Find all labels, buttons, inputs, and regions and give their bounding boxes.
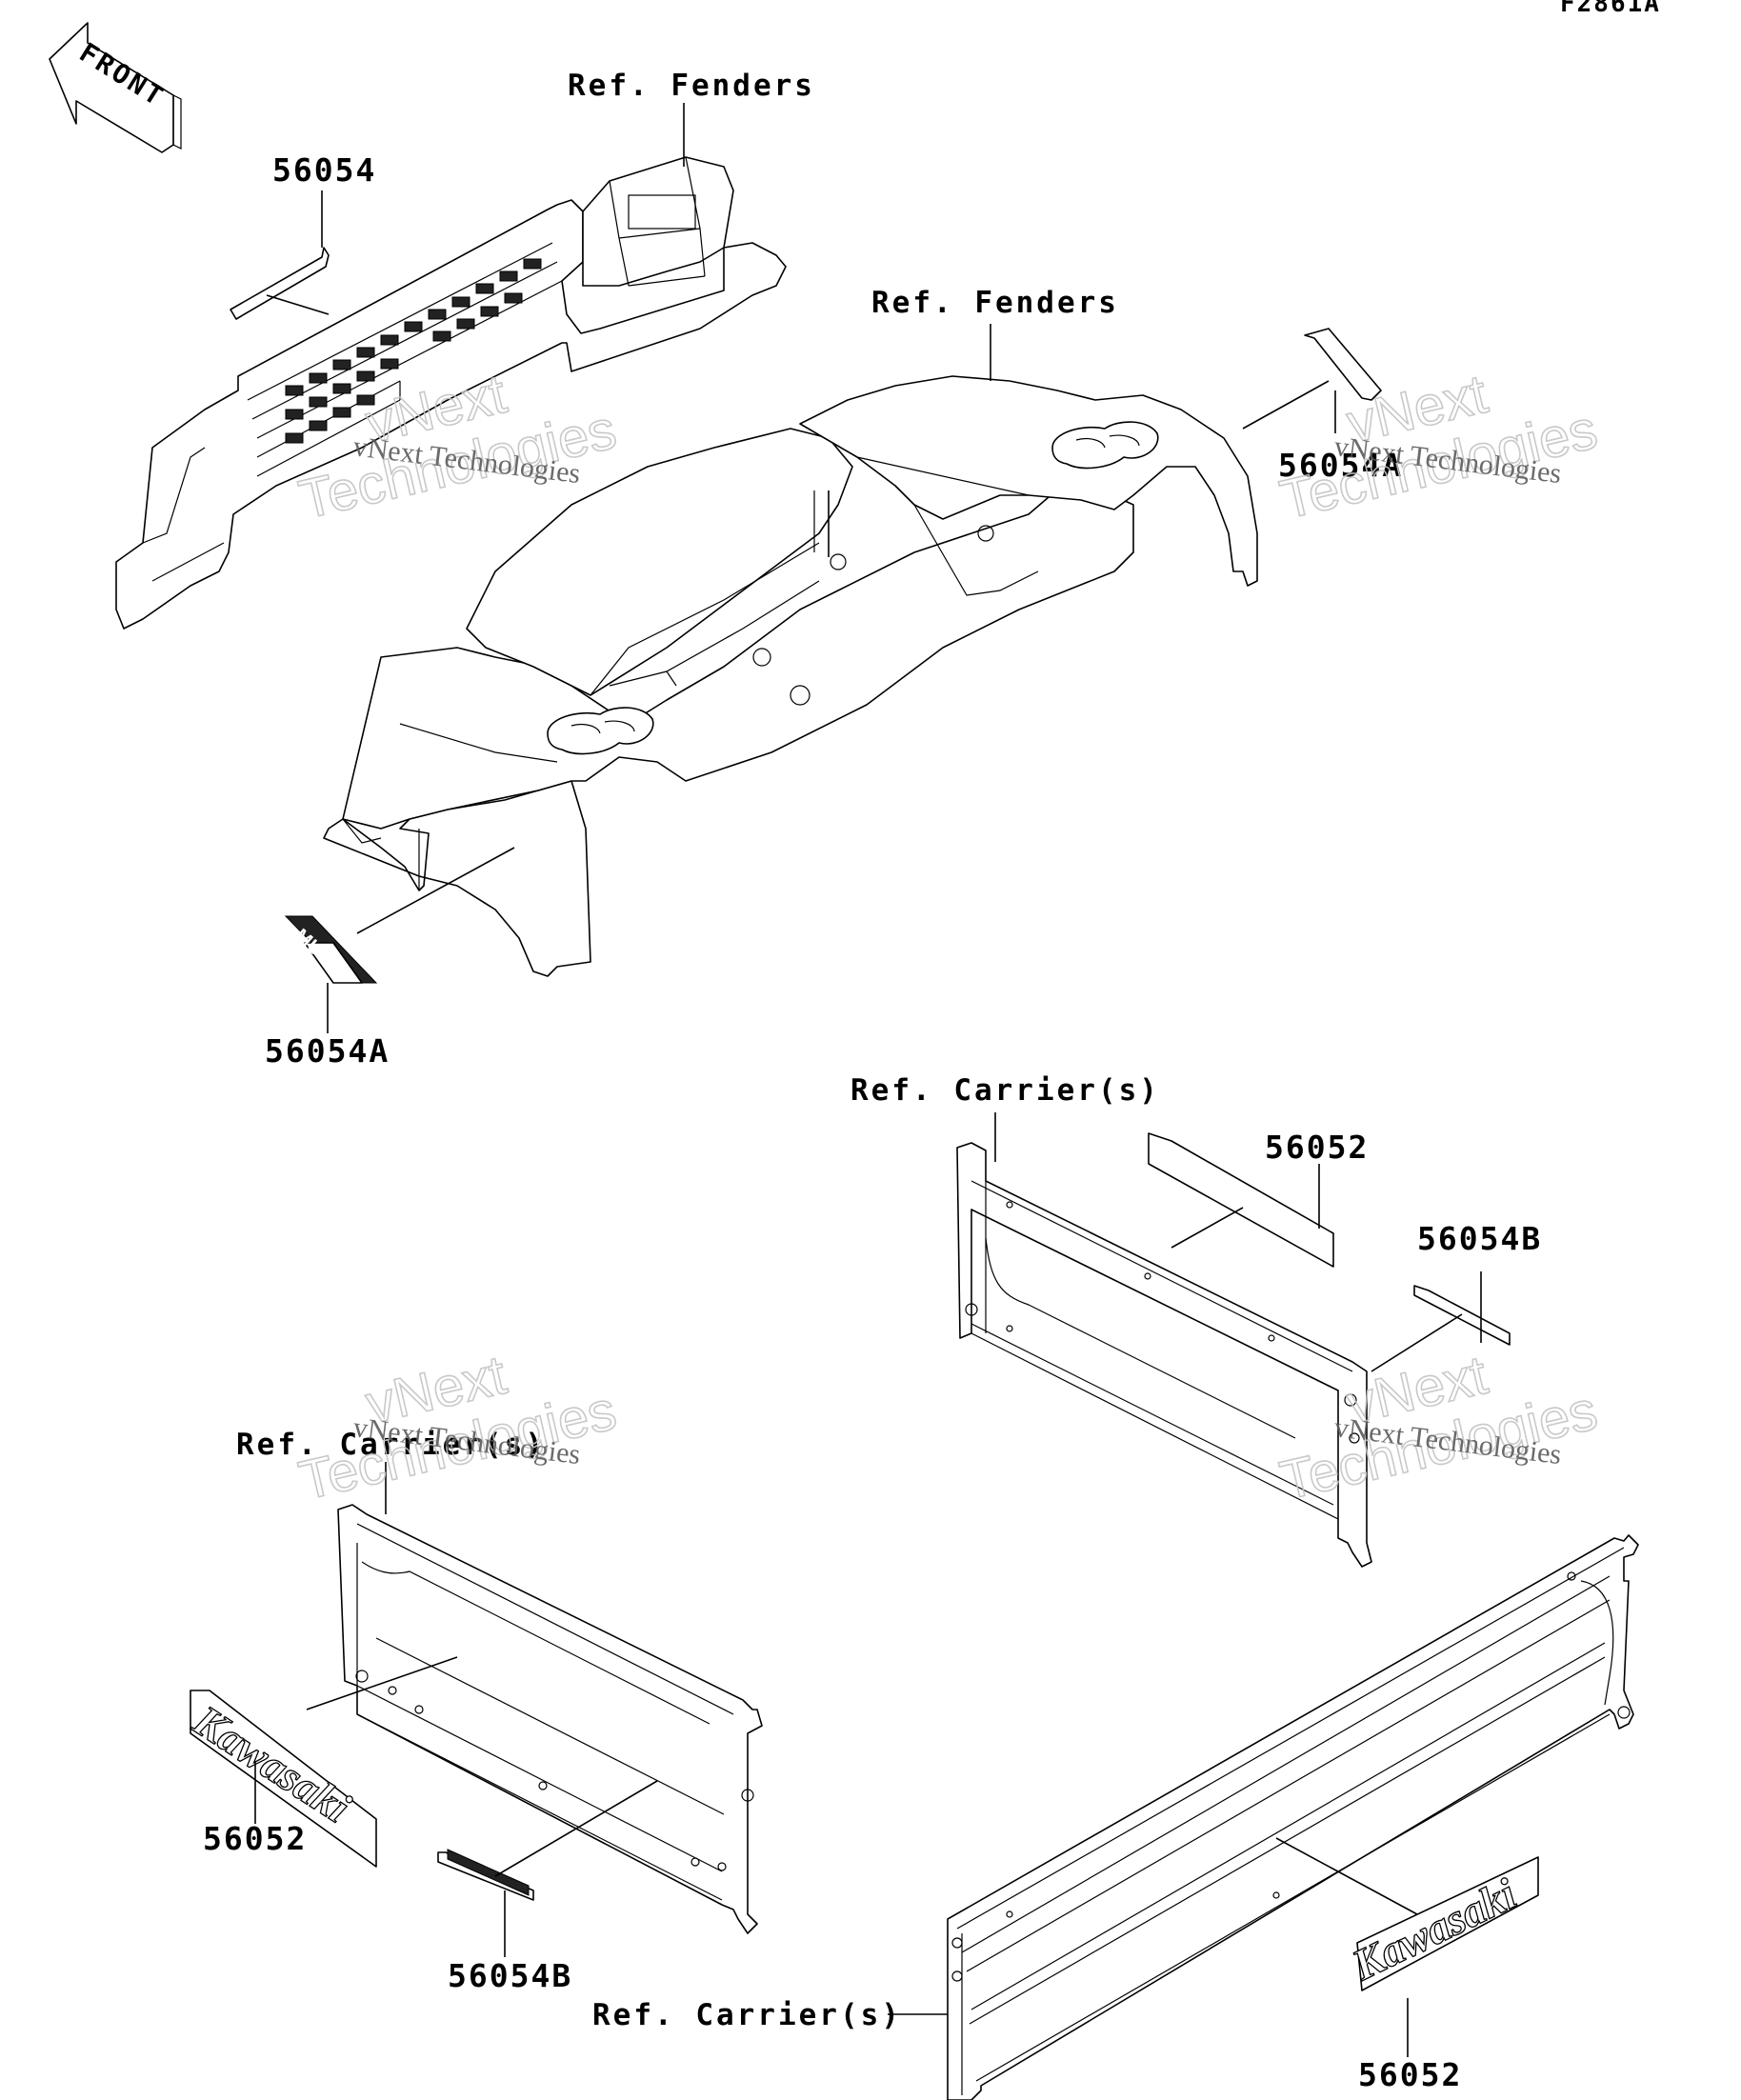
svg-text:Kawasaki: Kawasaki [185, 1695, 359, 1832]
svg-text:Kawasaki: Kawasaki [1344, 1869, 1524, 1990]
part-56052-left-label: 56052 [203, 1820, 307, 1857]
mule-decal: MULE [284, 915, 378, 984]
front-fender-grille [115, 156, 787, 630]
decal-56054A-right [1304, 328, 1382, 401]
ref-carrier-left-label: Ref. Carrier(s) [236, 1428, 546, 1462]
decal-56054B-left [437, 1849, 534, 1901]
kawasaki-decal-right: Kawasaki [1343, 1856, 1539, 1991]
part-56054B-left-label: 56054B [448, 1957, 572, 1994]
part-56054B-right-label: 56054B [1417, 1220, 1542, 1257]
part-56052-right-top-label: 56052 [1265, 1129, 1369, 1166]
leader-lines [254, 103, 1482, 2057]
decal-56052-right-top [1148, 1132, 1334, 1268]
part-56054A-right-label: 56054A [1278, 447, 1403, 484]
decal-56054B-right [1413, 1285, 1511, 1346]
carrier-panel-left-lower [337, 1504, 763, 1934]
ref-fenders-top-label: Ref. Fenders [568, 69, 815, 103]
part-56054A-left-label: 56054A [265, 1032, 390, 1070]
carrier-panel-right-upper [956, 1142, 1372, 1568]
decal-56054 [230, 247, 330, 320]
ref-carrier-right-label: Ref. Carrier(s) [850, 1073, 1160, 1108]
part-56054-label: 56054 [272, 151, 376, 189]
ref-carrier-bottom-label: Ref. Carrier(s) [592, 1998, 902, 2032]
part-56052-bottom-label: 56052 [1358, 2056, 1462, 2093]
diagram-code: F2861A [1560, 0, 1661, 18]
carrier-panel-bottom [947, 1534, 1639, 2100]
ref-fenders-main-label: Ref. Fenders [871, 286, 1119, 320]
front-arrow-icon: FRONT [49, 22, 182, 153]
